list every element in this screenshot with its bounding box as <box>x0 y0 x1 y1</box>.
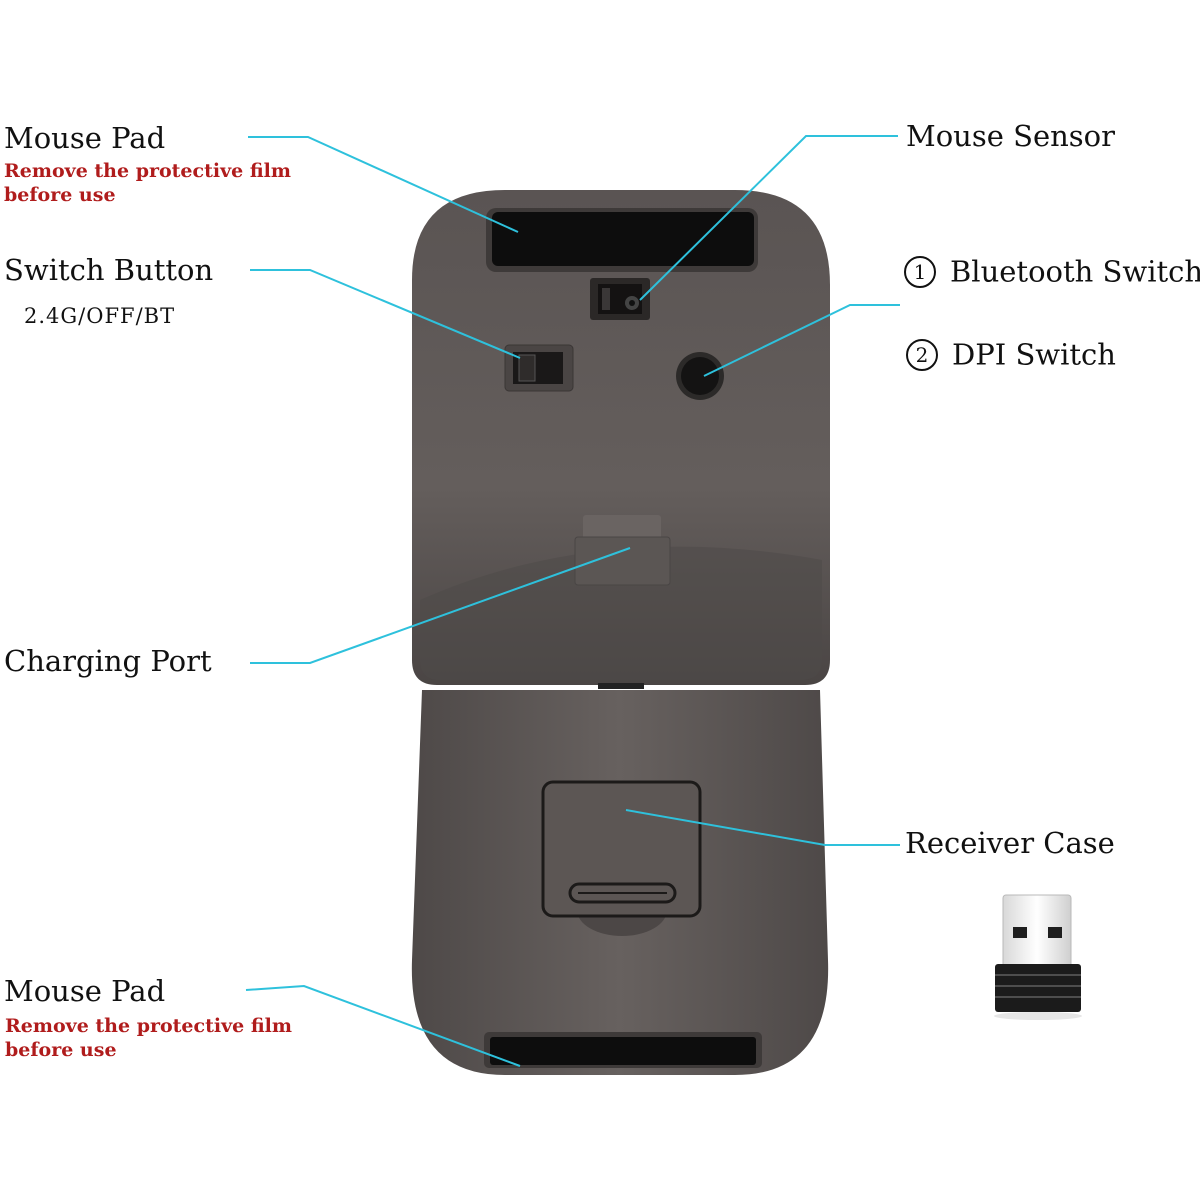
dpi-switch-label: 2 DPI Switch <box>906 339 1116 371</box>
mouse-pad-bottom-note-2: before use <box>5 1039 117 1061</box>
mouse-sensor-label: Mouse Sensor <box>906 119 1116 153</box>
leader-mouse-sensor <box>639 135 898 301</box>
mouse-pad-bottom-label: Mouse Pad <box>4 974 166 1008</box>
mouse-pad-top-label: Mouse Pad <box>4 121 166 155</box>
leader-switch-button <box>250 269 521 359</box>
leader-dpi-switch <box>703 304 900 377</box>
usb-receiver-icon <box>994 894 1082 1020</box>
charging-port-label: Charging Port <box>4 644 212 678</box>
dpi-switch-text: DPI Switch <box>952 337 1116 372</box>
switch-button-modes: 2.4G/OFF/BT <box>24 304 176 328</box>
charging-port <box>574 536 671 586</box>
mouse-upper-fold-shade <box>420 546 822 680</box>
mouse-pad-top-note-1: Remove the protective film <box>4 160 291 182</box>
switch-button-label: Switch Button <box>4 253 214 287</box>
mouse-pad-top-note-2: before use <box>4 184 116 206</box>
number-2-badge: 2 <box>906 339 938 371</box>
number-1-badge: 1 <box>904 256 936 288</box>
leader-receiver-case <box>625 809 900 846</box>
bluetooth-switch-text: Bluetooth Switch <box>950 254 1200 289</box>
receiver-case-label: Receiver Case <box>905 826 1115 860</box>
bluetooth-switch-label: 1 Bluetooth Switch <box>904 256 1200 288</box>
leader-mouse-pad-top <box>248 136 519 233</box>
mouse-hinge <box>598 683 644 689</box>
leader-charging-port <box>250 547 631 664</box>
mouse-illustration <box>411 190 830 1075</box>
leader-mouse-pad-bottom <box>245 984 521 1067</box>
leader-lines <box>245 135 900 1067</box>
mouse-pad-bottom-note-1: Remove the protective film <box>5 1015 292 1037</box>
